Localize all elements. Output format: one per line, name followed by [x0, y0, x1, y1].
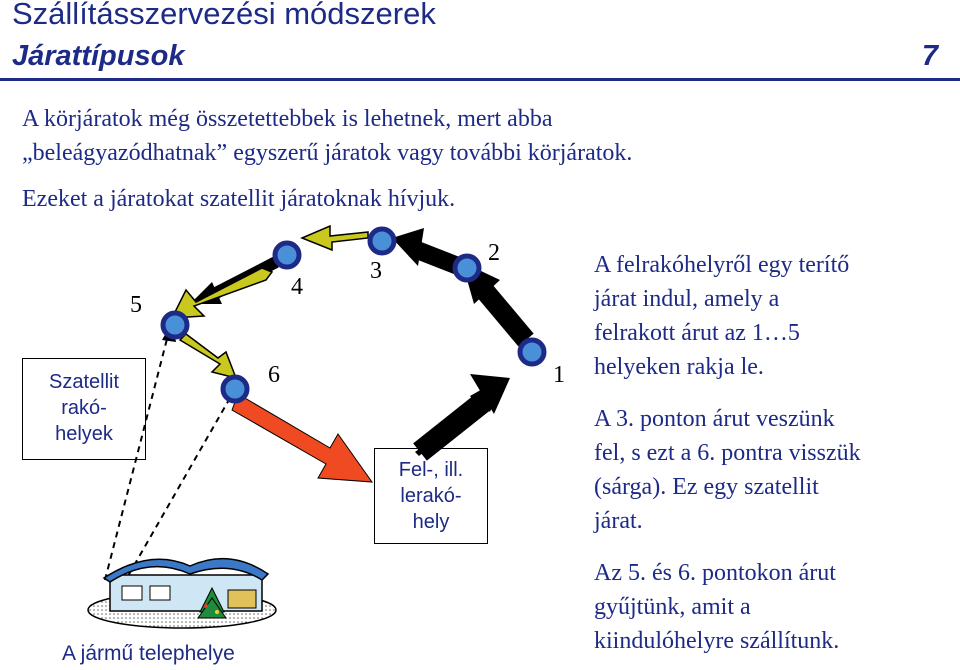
node-2	[455, 256, 479, 280]
point-label-5: 5	[130, 292, 142, 319]
point-label-4: 4	[291, 274, 303, 301]
loading-box-line-3: hely	[375, 509, 487, 535]
satellite-sites-box: Szatellit rakó- helyek	[22, 358, 146, 460]
loading-box-line-2: lerakó-	[375, 483, 487, 509]
satellite-box-line-2: rakó-	[23, 395, 145, 421]
explanation-1-line-1: A felrakóhelyről egy terítő	[594, 248, 954, 282]
explanation-block-2: A 3. ponton árut veszünk fel, s ezt a 6.…	[594, 402, 954, 538]
satellite-box-line-3: helyek	[23, 421, 145, 447]
explanation-3-line-3: kiindulóhelyre szállítunk.	[594, 624, 954, 658]
point-label-1: 1	[553, 362, 565, 389]
explanation-1-line-4: helyeken rakja le.	[594, 350, 954, 384]
depot-building-image	[88, 559, 276, 628]
satellite-box-line-1: Szatellit	[23, 369, 145, 395]
explanation-3-line-2: gyűjtünk, amit a	[594, 590, 954, 624]
depot-caption: A jármű telephelye	[62, 642, 235, 666]
node-4	[275, 243, 299, 267]
yellow-arrow-3-to-4	[302, 226, 368, 250]
black-arrow-loading-to-1	[415, 374, 510, 456]
explanation-3-line-1: Az 5. és 6. pontokon árut	[594, 556, 954, 590]
explanation-block-1: A felrakóhelyről egy terítő járat indul,…	[594, 248, 954, 384]
node-1	[520, 340, 544, 364]
loading-site-box: Fel-, ill. lerakó- hely	[374, 448, 488, 544]
black-arrow-2-to-3	[392, 228, 458, 266]
point-label-6: 6	[268, 362, 280, 389]
node-6	[223, 377, 247, 401]
red-arrow-6-to-loading	[232, 394, 372, 482]
point-label-2: 2	[488, 240, 500, 267]
explanation-2-line-3: (sárga). Ez egy szatellit	[594, 470, 954, 504]
loading-box-line-1: Fel-, ill.	[375, 457, 487, 483]
explanation-2-line-4: járat.	[594, 504, 954, 538]
explanation-1-line-3: felrakott árut az 1…5	[594, 316, 954, 350]
explanation-1-line-2: járat indul, amely a	[594, 282, 954, 316]
point-label-3: 3	[370, 258, 382, 285]
explanation-block-3: Az 5. és 6. pontokon árut gyűjtünk, amit…	[594, 556, 954, 658]
explanation-2-line-2: fel, s ezt a 6. pontra visszük	[594, 436, 954, 470]
node-3	[370, 229, 394, 253]
node-5	[163, 313, 187, 337]
explanation-2-line-1: A 3. ponton árut veszünk	[594, 402, 954, 436]
